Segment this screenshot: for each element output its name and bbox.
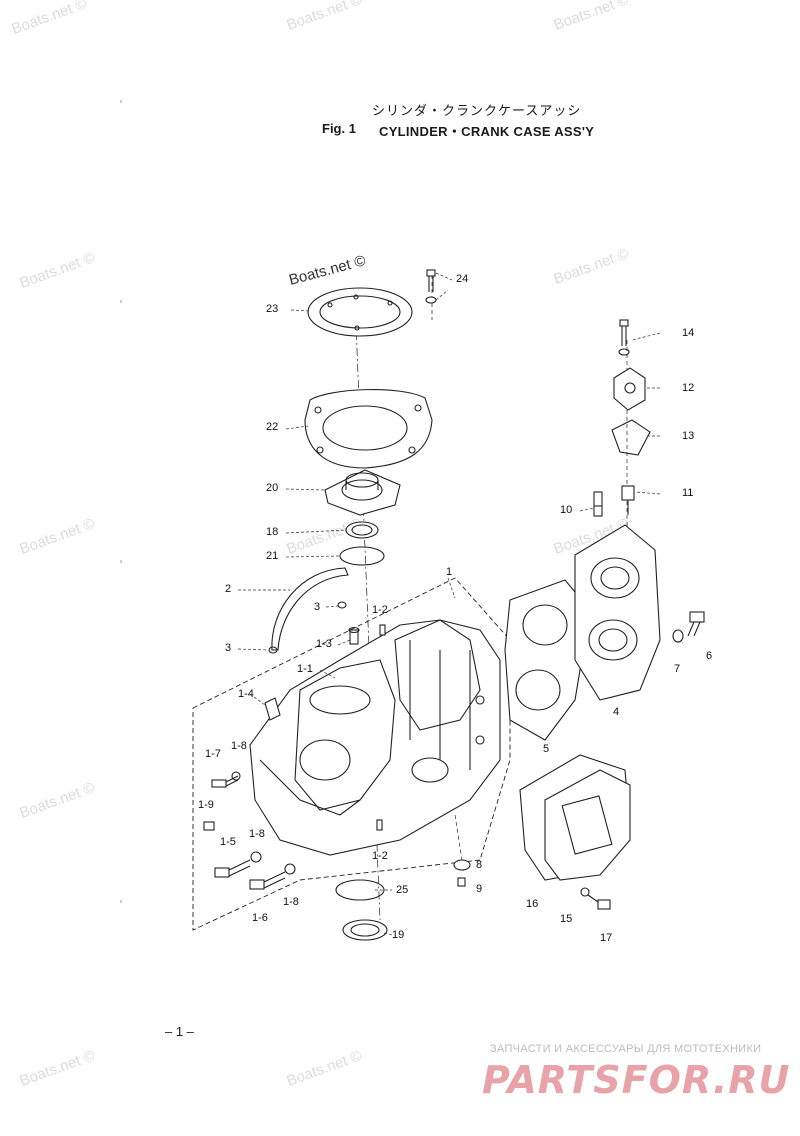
callout-1-4: 1-4 xyxy=(238,688,254,700)
part-5-gasket xyxy=(504,579,591,741)
callout-22: 22 xyxy=(266,421,279,433)
part-1-8-washer xyxy=(231,771,241,781)
part-21-oring xyxy=(339,546,385,566)
part-11-sensor xyxy=(621,485,635,515)
part-6-bolt xyxy=(687,611,705,637)
callout-1: 1 xyxy=(446,566,453,578)
callout-15: 15 xyxy=(560,913,573,925)
callout-10: 10 xyxy=(560,504,573,516)
part-1-9-plug xyxy=(203,821,215,831)
callout-5: 5 xyxy=(543,743,550,755)
part-20-retainer xyxy=(324,469,401,516)
part-13-gasket xyxy=(611,419,651,456)
callout-25: 25 xyxy=(396,884,409,896)
part-10-plug xyxy=(593,491,603,517)
leader-lines xyxy=(237,272,661,936)
callout-14: 14 xyxy=(682,327,695,339)
callout-2: 2 xyxy=(225,583,232,595)
part-3-clip xyxy=(337,601,347,609)
part-4-head xyxy=(574,524,661,701)
part-1-6-bolt xyxy=(249,871,286,890)
part-12-cover xyxy=(613,367,646,411)
part-23-cover xyxy=(307,287,413,337)
part-19-seal xyxy=(342,919,388,941)
callout-1-7: 1-7 xyxy=(205,748,221,760)
part-7-washer xyxy=(672,629,684,643)
part-25-oring xyxy=(335,879,385,901)
callout-20: 20 xyxy=(266,482,279,494)
part-9-screw xyxy=(457,877,466,887)
callout-8: 8 xyxy=(476,859,483,871)
part-14-bolt xyxy=(618,319,630,356)
callout-16: 16 xyxy=(526,898,539,910)
part-3-clip xyxy=(268,646,278,654)
shop-tagline: ЗАПЧАСТИ И АКСЕССУАРЫ ДЛЯ МОТОТЕХНИКИ xyxy=(490,1043,762,1055)
callout-3: 3 xyxy=(225,642,232,654)
part-18-seal xyxy=(345,521,379,539)
part-1-2-dowel xyxy=(379,624,386,636)
part-1-3-fitting xyxy=(348,626,360,645)
callout-1-2: 1-2 xyxy=(372,850,388,862)
part-2-hose xyxy=(271,567,349,651)
part-22-gasket xyxy=(304,389,433,469)
page-number: – 1 – xyxy=(165,1024,194,1039)
callout-1-8: 1-8 xyxy=(231,740,247,752)
callout-1-8: 1-8 xyxy=(249,828,265,840)
callout-1-5: 1-5 xyxy=(220,836,236,848)
callout-9: 9 xyxy=(476,883,483,895)
part-1-8-washer xyxy=(250,851,262,863)
callout-12: 12 xyxy=(682,382,695,394)
callout-18: 18 xyxy=(266,526,279,538)
callout-1-3: 1-3 xyxy=(316,638,332,650)
part-17-bolt xyxy=(580,887,611,910)
callout-1-8: 1-8 xyxy=(283,896,299,908)
callout-4: 4 xyxy=(613,706,620,718)
crankcase-outline xyxy=(192,577,511,931)
callout-24: 24 xyxy=(456,273,469,285)
callout-17: 17 xyxy=(600,932,613,944)
callout-19: 19 xyxy=(392,929,405,941)
callout-11: 11 xyxy=(682,487,694,499)
part-1-5-bolt xyxy=(214,859,251,878)
part-24-bolt xyxy=(425,269,437,304)
title-english: CYLINDER・CRANK CASE ASS'Y xyxy=(379,124,595,139)
part-15-cover xyxy=(544,769,631,881)
part-1-crankcase xyxy=(249,619,501,856)
part-1-4-elbow xyxy=(264,697,281,721)
part-1-2-dowel xyxy=(376,819,383,831)
part-8-grommet xyxy=(453,859,471,871)
callout-23: 23 xyxy=(266,303,279,315)
callout-1-6: 1-6 xyxy=(252,912,268,924)
callout-1-9: 1-9 xyxy=(198,799,214,811)
figure-label: Fig. 1 xyxy=(322,121,356,136)
shop-logo: PARTSFOR.RU xyxy=(482,1058,791,1102)
part-1-8-washer xyxy=(284,863,296,875)
callout-7: 7 xyxy=(674,663,681,675)
part-1-7-bolt xyxy=(211,775,239,788)
callout-1-2: 1-2 xyxy=(372,604,388,616)
callout-3: 3 xyxy=(314,601,321,613)
callout-21: 21 xyxy=(266,550,279,562)
callout-6: 6 xyxy=(706,650,713,662)
title-japanese: シリンダ・クランクケースアッシ xyxy=(372,104,582,119)
callout-13: 13 xyxy=(682,430,695,442)
callout-1-1: 1-1 xyxy=(297,663,313,675)
